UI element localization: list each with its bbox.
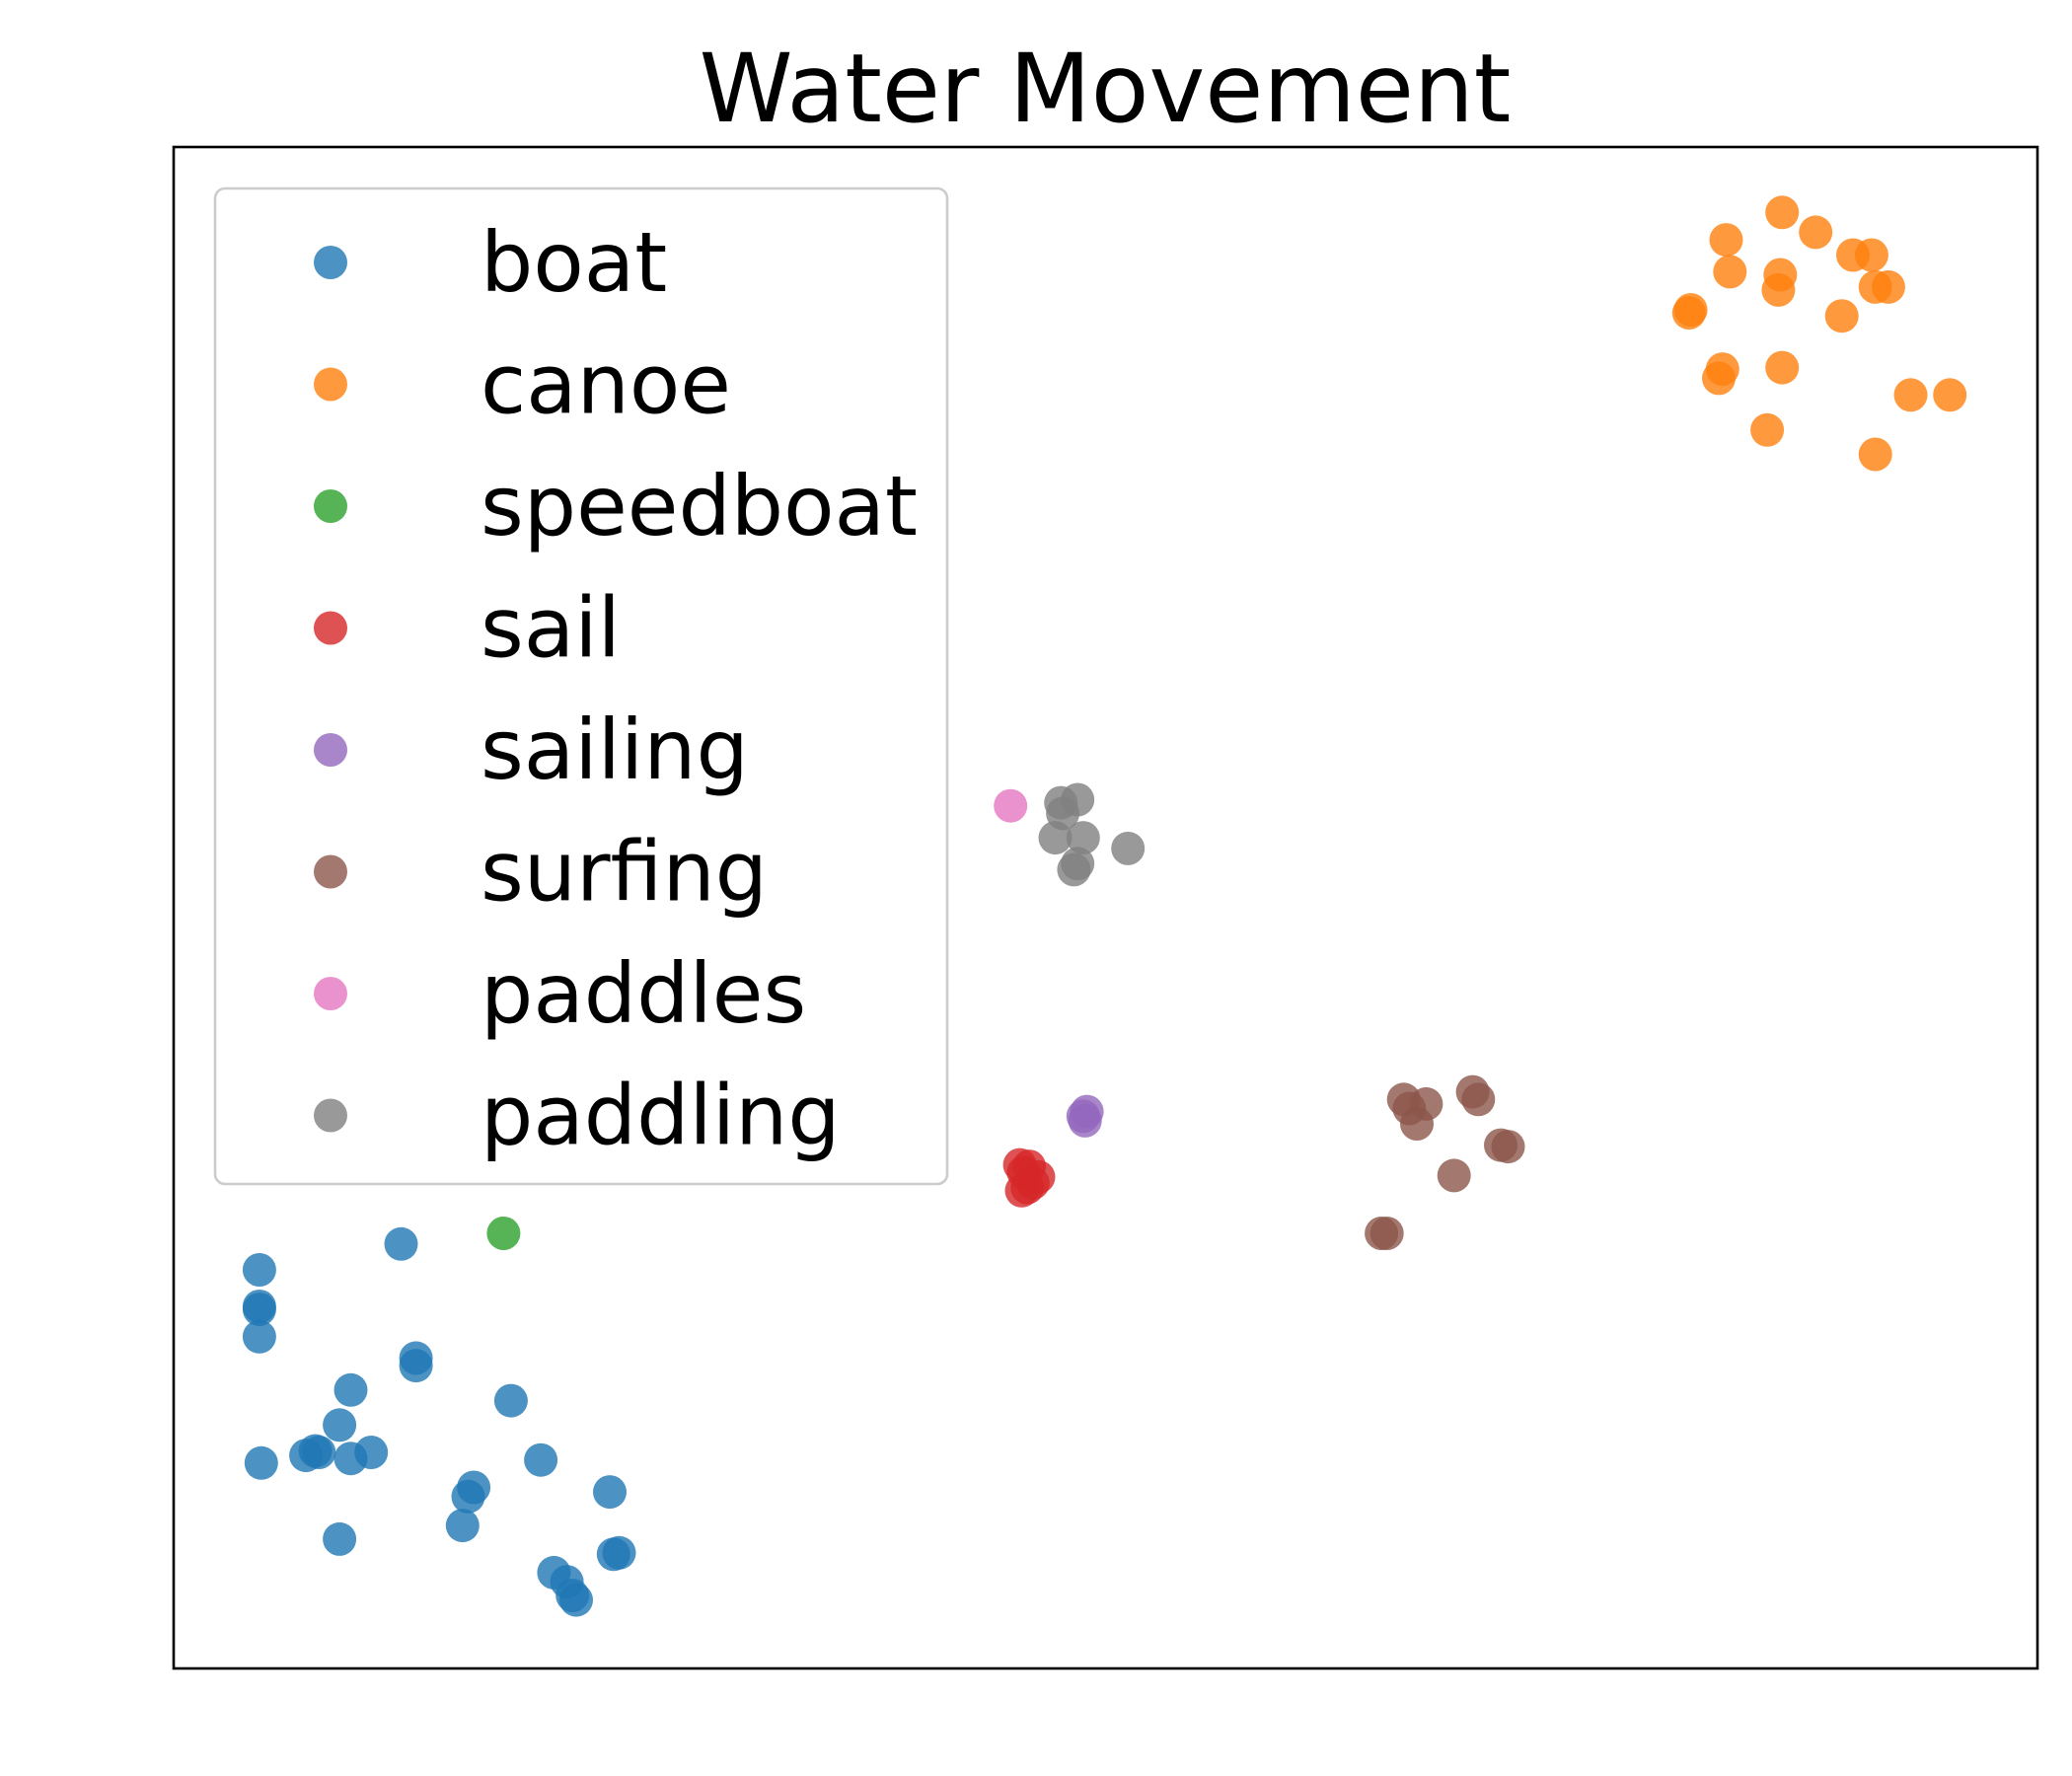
point-boat-6 (399, 1349, 433, 1383)
point-paddling-4 (1066, 821, 1100, 855)
point-canoe-11 (1671, 296, 1706, 331)
point-boat-7 (333, 1372, 368, 1407)
legend-marker-canoe (314, 367, 347, 402)
point-canoe-16 (1893, 378, 1928, 412)
point-boat-16 (493, 1383, 528, 1418)
point-boat-19 (451, 1479, 485, 1514)
point-surfing-8 (1437, 1158, 1471, 1193)
legend-label-sailing: sailing (481, 702, 749, 798)
legend-item-paddles: paddles (314, 945, 806, 1042)
point-boat-13 (354, 1436, 389, 1469)
point-boat-17 (524, 1443, 558, 1477)
point-canoe-9 (1871, 269, 1905, 304)
point-surfing-10 (1369, 1217, 1404, 1250)
legend-item-paddling: paddling (314, 1068, 841, 1164)
point-paddling-3 (1038, 821, 1073, 855)
plot-frame (172, 145, 2039, 1670)
point-canoe-17 (1933, 378, 1967, 412)
legend-marker-surfing (314, 854, 347, 889)
legend-label-surfing: surfing (481, 824, 768, 921)
point-boat-14 (244, 1445, 278, 1480)
point-boat-8 (323, 1408, 357, 1443)
point-boat-27 (559, 1583, 593, 1617)
point-boat-20 (445, 1509, 480, 1543)
point-canoe-7 (1761, 272, 1796, 307)
legend-label-sail: sail (481, 580, 621, 677)
legend: boat canoe speedboat sail sailing surfing padd… (213, 186, 949, 1186)
point-boat-21 (593, 1475, 627, 1510)
point-paddling-5 (1111, 831, 1146, 865)
legend-label-canoe: canoe (481, 336, 731, 433)
point-boat-3 (242, 1319, 276, 1354)
legend-label-paddles: paddles (481, 945, 806, 1042)
point-canoe-2 (1709, 223, 1743, 258)
point-canoe-12 (1824, 299, 1859, 333)
legend-marker-speedboat (314, 489, 347, 523)
point-sail-6 (1004, 1173, 1039, 1208)
legend-marker-paddling (314, 1098, 347, 1133)
point-canoe-4 (1854, 238, 1888, 272)
point-boat-23 (602, 1535, 636, 1570)
legend-marker-sailing (314, 733, 347, 767)
legend-box (213, 186, 949, 1186)
legend-item-speedboat: speedboat (314, 458, 918, 555)
point-boat-4 (384, 1226, 418, 1261)
chart-title: Water Movement (700, 34, 1512, 144)
point-surfing-5 (1461, 1082, 1496, 1117)
point-canoe-18 (1750, 412, 1785, 447)
points-layer (242, 195, 1967, 1617)
legend-marker-boat (314, 246, 347, 279)
legend-label-paddling: paddling (481, 1068, 841, 1164)
point-speedboat-0 (486, 1217, 521, 1250)
legend-label-boat: boat (481, 214, 667, 311)
legend-item-canoe: canoe (314, 336, 731, 433)
point-boat-15 (323, 1521, 357, 1556)
point-paddling-7 (1057, 852, 1091, 887)
legend-item-boat: boat (314, 214, 667, 311)
legend-items: boat canoe speedboat sail sailing surfing padd… (314, 214, 918, 1164)
point-surfing-7 (1491, 1130, 1525, 1164)
legend-marker-sail (314, 611, 347, 645)
legend-label-speedboat: speedboat (481, 458, 918, 555)
point-canoe-14 (1765, 350, 1800, 385)
point-canoe-0 (1765, 195, 1800, 230)
legend-marker-paddles (314, 977, 347, 1010)
point-boat-2 (242, 1293, 276, 1327)
point-paddles-0 (994, 788, 1028, 823)
point-canoe-19 (1858, 437, 1892, 472)
legend-item-sail: sail (314, 580, 621, 677)
legend-item-surfing: surfing (314, 824, 768, 921)
legend-item-sailing: sailing (314, 702, 749, 798)
point-canoe-1 (1799, 215, 1833, 250)
point-sailing-2 (1068, 1103, 1102, 1138)
point-canoe-15 (1702, 361, 1736, 396)
point-canoe-5 (1713, 255, 1747, 289)
point-surfing-3 (1400, 1107, 1434, 1141)
point-boat-0 (242, 1253, 276, 1287)
point-boat-11 (298, 1434, 333, 1468)
